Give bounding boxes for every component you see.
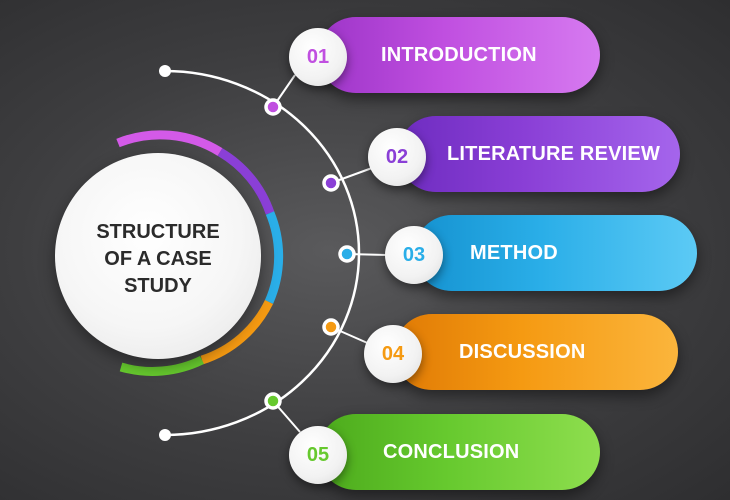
step-02-pill: LITERATURE REVIEW — [398, 116, 680, 192]
arc-end-top — [159, 65, 171, 77]
step-01-number: 01 — [306, 46, 330, 68]
step-05-number-badge: 05 — [289, 426, 347, 484]
ring-segment-5 — [119, 355, 204, 376]
step-01-pill: INTRODUCTION — [318, 17, 600, 93]
step-04-label: DISCUSSION — [459, 341, 586, 363]
step-01-label: INTRODUCTION — [381, 44, 537, 66]
step-05-number: 05 — [306, 444, 330, 466]
step-03-number-badge: 03 — [385, 226, 443, 284]
ring-segment-3 — [264, 211, 284, 304]
main-arc — [164, 69, 361, 437]
node-dot-04 — [322, 318, 340, 336]
step-04-number: 04 — [381, 343, 405, 365]
step-02-label: LITERATURE REVIEW — [447, 143, 661, 165]
node-dot-05 — [264, 392, 282, 410]
node-dots — [264, 98, 356, 410]
center-ring — [116, 130, 284, 376]
ring-segment-4 — [200, 299, 274, 365]
node-dot-03 — [338, 245, 356, 263]
node-dot-02 — [322, 174, 340, 192]
step-05-label: CONCLUSION — [383, 441, 520, 463]
step-03-pill: METHOD — [414, 215, 697, 291]
center-title: STRUCTURE OF A CASE STUDY — [96, 221, 220, 297]
step-04-pill: DISCUSSION — [394, 314, 678, 390]
ring-segment-1 — [116, 130, 223, 156]
step-02-number-badge: 02 — [368, 128, 426, 186]
branches — [272, 74, 389, 433]
step-05-pill: CONCLUSION — [318, 414, 600, 490]
step-02-number: 02 — [385, 146, 409, 168]
node-dot-01 — [264, 98, 282, 116]
step-04-number-badge: 04 — [364, 325, 422, 383]
ring-segment-2 — [217, 148, 275, 215]
step-03-number: 03 — [402, 244, 426, 266]
arc-end-bottom — [159, 429, 171, 441]
step-03-label: METHOD — [470, 242, 558, 264]
center-circle: STRUCTURE OF A CASE STUDY — [55, 153, 261, 359]
step-01-number-badge: 01 — [289, 28, 347, 86]
